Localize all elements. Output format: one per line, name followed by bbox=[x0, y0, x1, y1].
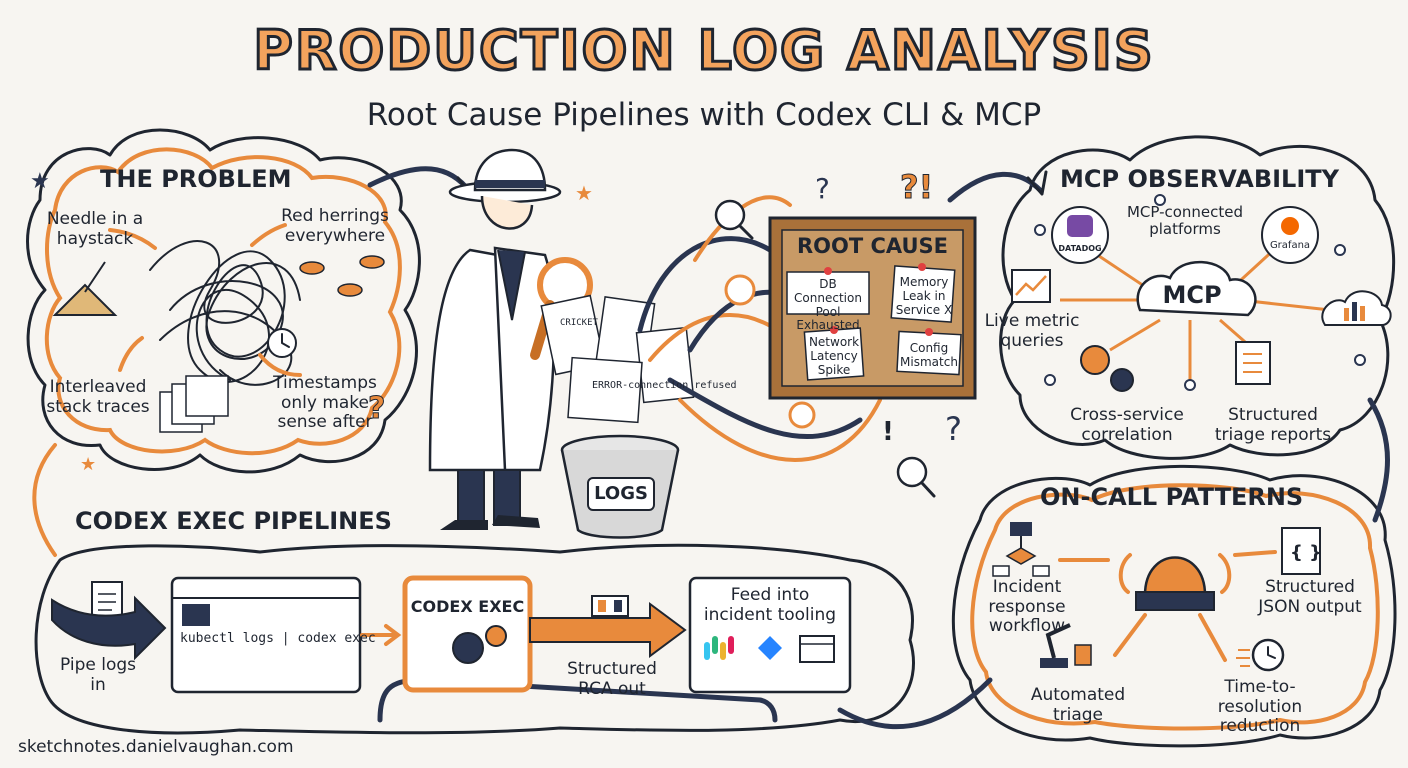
question-mark-icon: ? bbox=[368, 391, 385, 426]
pipe-label: Pipe logs in bbox=[59, 655, 137, 695]
logs-bucket bbox=[560, 434, 680, 539]
mcp-heading: MCP OBSERVABILITY bbox=[1060, 165, 1340, 193]
arrow bbox=[1198, 613, 1227, 662]
magnifier-icon bbox=[714, 199, 754, 240]
gear-icon bbox=[1080, 345, 1134, 392]
arrow-codex-to-oncall bbox=[837, 677, 993, 730]
feed-label: Feed into incident tooling bbox=[703, 585, 837, 625]
rca-arrow bbox=[529, 602, 687, 658]
question-bubble-icon bbox=[724, 274, 756, 306]
report-icon bbox=[1235, 341, 1271, 385]
incident-tooling-window bbox=[688, 576, 852, 694]
jira-icon bbox=[758, 636, 782, 660]
mcp-item: Cross-service correlation bbox=[1070, 405, 1184, 445]
arrow bbox=[118, 336, 144, 372]
arrow bbox=[1233, 550, 1277, 557]
mcp-hub-cloud bbox=[1136, 260, 1257, 317]
arrow-head bbox=[384, 624, 402, 646]
detective-illustration bbox=[428, 148, 593, 530]
cloud-bar-chart-icon bbox=[1321, 290, 1392, 326]
page-subtitle: Root Cause Pipelines with Codex CLI & MC… bbox=[366, 97, 1042, 133]
oncall-heading: ON-CALL PATTERNS bbox=[1040, 483, 1304, 511]
board-note: Config Mismatch bbox=[900, 341, 958, 369]
exclamation-icon: ! bbox=[882, 417, 894, 447]
arrow-mcp-to-oncall bbox=[1367, 397, 1390, 523]
magnifier-icon bbox=[896, 456, 936, 498]
question-mark-icon: ? bbox=[945, 410, 962, 448]
star-icon: ★ bbox=[30, 169, 50, 194]
datadog-logo-text: DATADOG bbox=[1058, 244, 1102, 253]
log-paper-snippet: CRICKET bbox=[560, 318, 598, 328]
arrow-problem-to-codex bbox=[32, 443, 57, 557]
arrow bbox=[1113, 613, 1147, 657]
oncall-item: Incident response workflow bbox=[988, 577, 1066, 637]
svg-text:{ }: { } bbox=[1290, 542, 1322, 563]
arrow-head bbox=[1026, 170, 1048, 196]
mcp-platforms-label: MCP-connected platforms bbox=[1126, 203, 1244, 239]
star-icon: ★ bbox=[575, 181, 593, 205]
workflow-icon bbox=[992, 522, 1050, 577]
haystack-icon bbox=[52, 261, 118, 316]
mcp-item: Structured triage reports bbox=[1214, 405, 1332, 445]
grafana-logo-text: Grafana bbox=[1269, 240, 1311, 251]
oncall-item: Automated triage bbox=[1030, 685, 1126, 725]
arrow-board-to-mcp bbox=[947, 171, 1043, 203]
tangled-lines bbox=[149, 240, 301, 386]
alarm-siren-icon bbox=[1118, 553, 1232, 611]
arrow bbox=[108, 228, 157, 250]
archive-icon bbox=[591, 595, 629, 617]
problem-item: Interleaved stack traces bbox=[46, 377, 150, 417]
arrow bbox=[258, 353, 302, 377]
stack-traces-icon bbox=[159, 375, 229, 433]
file-icon bbox=[91, 581, 123, 619]
log-papers bbox=[540, 294, 695, 424]
board-note: Memory Leak in Service X bbox=[895, 275, 953, 317]
question-bubble-icon bbox=[788, 401, 816, 429]
command-text: kubectl logs | codex exec bbox=[180, 631, 376, 646]
datadog-logo bbox=[1051, 206, 1109, 264]
problem-item: Red herrings everywhere bbox=[281, 206, 389, 246]
problem-cloud-orange bbox=[44, 147, 402, 456]
exclamation-icon: ?! bbox=[900, 168, 933, 206]
mcp-item: Live metric queries bbox=[984, 311, 1080, 351]
mcp-cloud bbox=[999, 135, 1396, 460]
codex-exec-label: CODEX EXEC bbox=[410, 597, 525, 616]
problem-cloud bbox=[26, 128, 421, 474]
problem-heading: THE PROBLEM bbox=[100, 165, 292, 193]
dashboard-icon bbox=[799, 635, 835, 663]
question-mark-icon: ? bbox=[815, 172, 830, 205]
stopwatch-icon bbox=[1236, 638, 1285, 672]
slack-icon bbox=[704, 636, 734, 660]
oncall-cloud bbox=[951, 464, 1397, 748]
problem-item: Needle in a haystack bbox=[46, 209, 144, 249]
grafana-logo bbox=[1261, 206, 1319, 264]
board-note: DB Connection Pool Exhausted bbox=[794, 277, 862, 333]
oncall-item: Time-to-resolution reduction bbox=[1217, 677, 1303, 737]
oncall-cloud-orange bbox=[970, 483, 1380, 731]
metric-chart-icon bbox=[1011, 269, 1051, 303]
arrow bbox=[250, 223, 287, 247]
robot-arm-icon bbox=[1040, 623, 1092, 668]
log-paper-snippet: ERROR-connection refused bbox=[592, 380, 737, 391]
board-note: Network Latency Spike bbox=[808, 335, 860, 377]
json-document-icon: { } bbox=[1281, 527, 1322, 575]
mcp-hub-label: MCP bbox=[1162, 281, 1222, 309]
pipe-arrow bbox=[51, 595, 167, 661]
rca-label: Structured RCA out bbox=[567, 659, 657, 699]
problem-item: Timestamps only make sense after bbox=[273, 373, 377, 433]
oncall-item: Structured JSON output bbox=[1258, 577, 1362, 617]
page-title: PRODUCTION LOG ANALYSIS bbox=[252, 18, 1155, 83]
logs-bucket-label: LOGS bbox=[594, 483, 648, 504]
codex-heading: CODEX EXEC PIPELINES bbox=[75, 507, 392, 535]
terminal-window bbox=[170, 576, 362, 694]
fish-icon bbox=[299, 255, 385, 297]
star-icon: ★ bbox=[80, 454, 96, 475]
clock-icon bbox=[267, 328, 297, 358]
cables bbox=[637, 195, 882, 462]
root-cause-board bbox=[768, 216, 977, 400]
codex-cloud bbox=[34, 543, 915, 735]
codex-exec-box bbox=[402, 575, 533, 693]
root-cause-heading: ROOT CAUSE bbox=[796, 234, 949, 258]
footer-credit: sketchnotes.danielvaughan.com bbox=[18, 737, 294, 757]
